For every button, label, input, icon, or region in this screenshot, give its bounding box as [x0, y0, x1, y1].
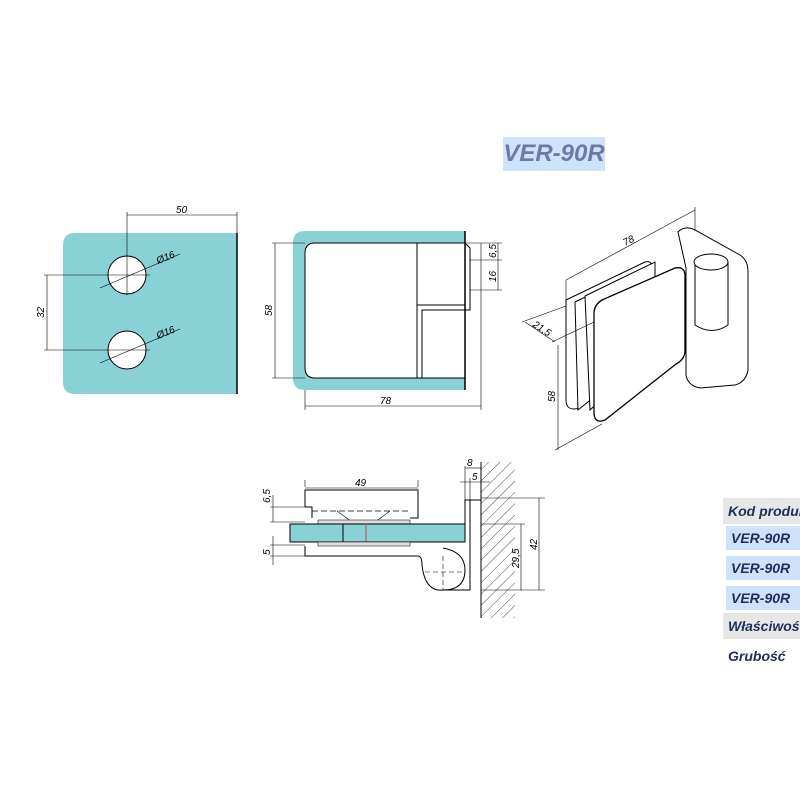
table-row[interactable]: VER-90R: [726, 556, 800, 580]
dim-hole-spacing: 32: [36, 306, 47, 318]
section-dim-height-inner: 29,5: [511, 548, 522, 569]
dim-length: 78: [380, 396, 392, 407]
section-dim-top-thickness: 6,5: [262, 489, 273, 503]
table-row-header: Kod produktu: [723, 498, 800, 524]
table-row-properties: Właściwości: [723, 613, 800, 639]
dim-offset: 16: [488, 270, 499, 282]
iso-dim-length: 78: [621, 234, 636, 249]
product-title: VER-90R: [503, 137, 605, 171]
table-row[interactable]: VER-90R: [726, 586, 800, 610]
table-row-thickness: Grubość: [728, 648, 786, 664]
side-view: 58 78 6,5 16: [264, 231, 502, 410]
section-view: 49 6,5 5 8 5 29,5 42: [262, 458, 545, 618]
dim-top-gap: 6,5: [488, 244, 499, 258]
section-dim-wall-offset-outer: 8: [467, 458, 473, 469]
section-dim-wall-offset-inner: 5: [472, 472, 478, 483]
iso-dim-thickness: 21,5: [530, 319, 554, 340]
dim-height: 58: [264, 304, 275, 316]
front-view: 50 32 Ø16 Ø16: [36, 205, 238, 394]
iso-dim-height: 58: [547, 390, 558, 402]
iso-view: 78 21,5 58: [521, 207, 749, 451]
section-dim-plate-length: 49: [355, 478, 367, 489]
section-dim-height-total: 42: [529, 538, 540, 550]
table-row[interactable]: VER-90R: [726, 526, 800, 550]
dim-width: 50: [176, 205, 188, 216]
section-dim-bottom-thickness: 5: [262, 549, 273, 555]
